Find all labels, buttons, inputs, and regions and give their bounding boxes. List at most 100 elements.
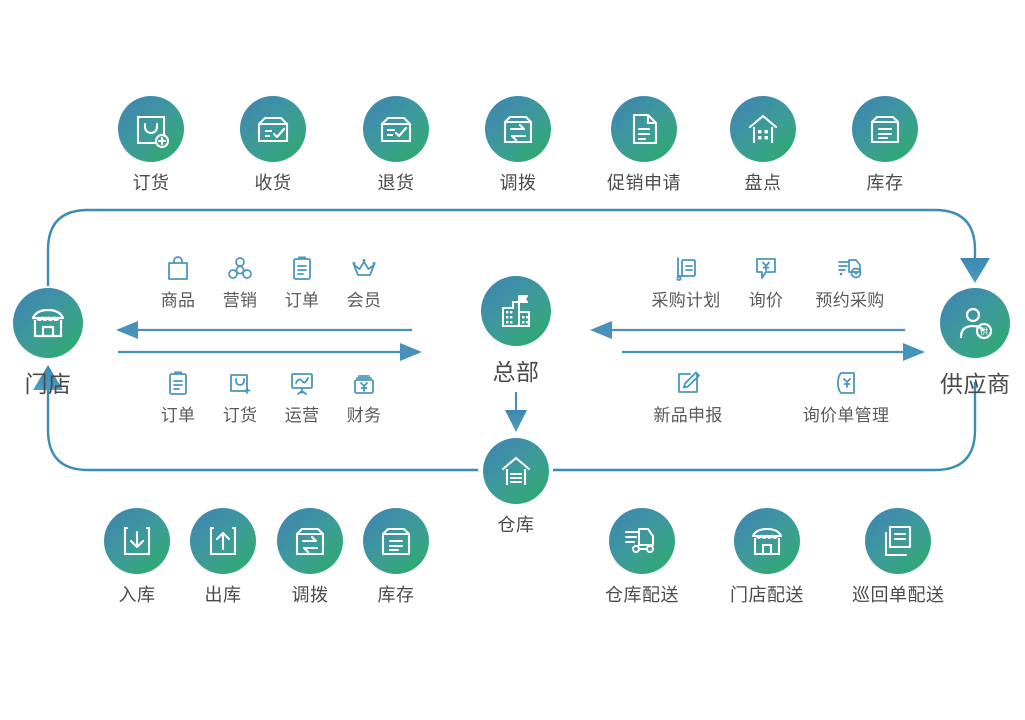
hq-supplier-above-1[interactable]: 询价 xyxy=(729,252,803,311)
top-item-5[interactable]: 盘点 xyxy=(730,96,796,195)
inventory-box-lines-icon xyxy=(363,508,429,574)
hq-supplier-below-0[interactable]: 新品申报 xyxy=(638,367,738,426)
top-item-0[interactable]: 订货 xyxy=(118,96,184,195)
top-item-2[interactable]: 退货 xyxy=(363,96,429,195)
store-hq-arrowhead-right xyxy=(400,343,422,361)
top-item-label: 促销申请 xyxy=(607,173,681,193)
top-item-label: 退货 xyxy=(377,173,415,193)
top-item-label: 收货 xyxy=(254,173,292,193)
store-hq-above-2[interactable]: 订单 xyxy=(265,252,339,311)
hq-supplier-arrowhead-right xyxy=(903,343,925,361)
route-order-docs-icon xyxy=(865,508,932,574)
promotion-document-icon xyxy=(611,96,677,162)
top-item-3[interactable]: 调拨 xyxy=(485,96,551,195)
mini-label: 询价 xyxy=(748,291,784,310)
hq-supplier-arrowhead-left xyxy=(590,321,612,339)
stocktake-warehouse-icon xyxy=(730,96,796,162)
store-hq-below-0[interactable]: 订单 xyxy=(141,367,215,426)
store-delivery-shop-icon xyxy=(734,508,800,574)
hq-warehouse-arrowhead xyxy=(505,410,527,432)
bottom-left-item-label: 库存 xyxy=(377,585,415,605)
order-clipboard-icon xyxy=(141,367,215,397)
bottom-right-item-label: 门店配送 xyxy=(730,585,804,605)
store-hq-above-1[interactable]: 营销 xyxy=(203,252,277,311)
order-clipboard-icon xyxy=(265,252,339,282)
bottom-left-item-3[interactable]: 库存 xyxy=(363,508,429,607)
mini-label: 预约采购 xyxy=(815,291,885,310)
hq-supplier-above-2[interactable]: 预约采购 xyxy=(800,252,900,311)
top-item-label: 调拨 xyxy=(499,173,537,193)
store-hq-above-0[interactable]: 商品 xyxy=(141,252,215,311)
return-box-check-icon xyxy=(363,96,429,162)
mini-label: 订单 xyxy=(284,291,320,310)
member-crown-icon xyxy=(327,252,401,282)
order-bag-plus-icon xyxy=(118,96,184,162)
top-item-4[interactable]: 促销申请 xyxy=(607,96,681,195)
node-warehouse-label: 仓库 xyxy=(497,515,535,535)
inventory-box-lines-icon xyxy=(852,96,918,162)
mini-label: 订单 xyxy=(160,406,196,425)
finance-yen-case-icon xyxy=(327,367,401,397)
mini-label: 订货 xyxy=(222,406,258,425)
node-headquarters-label: 总部 xyxy=(492,359,540,385)
product-bag-icon xyxy=(141,252,215,282)
store-hq-below-3[interactable]: 财务 xyxy=(327,367,401,426)
bottom-left-item-label: 调拨 xyxy=(291,585,329,605)
bottom-right-item-1[interactable]: 门店配送 xyxy=(730,508,804,607)
bottom-left-item-0[interactable]: 入库 xyxy=(104,508,170,607)
node-store[interactable]: 门店 xyxy=(13,288,83,399)
top-item-label: 盘点 xyxy=(744,173,782,193)
store-hq-arrowhead-left xyxy=(116,321,138,339)
new-product-pencil-icon xyxy=(638,367,738,397)
bottom-right-item-2[interactable]: 巡回单配送 xyxy=(852,508,945,607)
store-hq-below-1[interactable]: 订货 xyxy=(203,367,277,426)
marketing-people-icon xyxy=(203,252,277,282)
arrow-into-supplier xyxy=(960,258,990,283)
mini-label: 运营 xyxy=(284,406,320,425)
store-hq-below-2[interactable]: 运营 xyxy=(265,367,339,426)
hq-supplier-below-1[interactable]: 询价单管理 xyxy=(796,367,896,426)
transfer-box-swap-icon xyxy=(277,508,343,574)
mini-label: 新品申报 xyxy=(653,406,723,425)
warehouse-icon xyxy=(483,438,549,504)
scheduled-purchase-truck-icon xyxy=(800,252,900,282)
receive-box-check-icon xyxy=(240,96,306,162)
mini-label: 采购计划 xyxy=(651,291,721,310)
bottom-right-item-0[interactable]: 仓库配送 xyxy=(605,508,679,607)
bottom-left-item-1[interactable]: 出库 xyxy=(190,508,256,607)
mini-label: 商品 xyxy=(160,291,196,310)
order-bag-plus-icon xyxy=(203,367,277,397)
outbound-arrow-up-icon xyxy=(190,508,256,574)
node-supplier-label: 供应商 xyxy=(940,371,1011,397)
inbound-arrow-down-icon xyxy=(104,508,170,574)
node-headquarters[interactable]: 总部 xyxy=(481,276,551,387)
top-item-label: 库存 xyxy=(866,173,904,193)
hq-supplier-above-0[interactable]: 采购计划 xyxy=(636,252,736,311)
svg-text:供: 供 xyxy=(980,327,989,337)
warehouse-delivery-truck-icon xyxy=(609,508,675,574)
bottom-left-item-label: 出库 xyxy=(204,585,242,605)
headquarters-building-icon xyxy=(481,276,551,346)
operations-chart-board-icon xyxy=(265,367,339,397)
node-supplier[interactable]: 供 供应商 xyxy=(940,288,1011,399)
store-hq-above-3[interactable]: 会员 xyxy=(327,252,401,311)
top-item-1[interactable]: 收货 xyxy=(240,96,306,195)
inquiry-yen-bubble-icon xyxy=(729,252,803,282)
mini-label: 财务 xyxy=(346,406,382,425)
mini-label: 询价单管理 xyxy=(802,406,890,425)
transfer-box-swap-icon xyxy=(485,96,551,162)
node-store-label: 门店 xyxy=(24,371,72,397)
top-item-6[interactable]: 库存 xyxy=(852,96,918,195)
bottom-left-item-label: 入库 xyxy=(118,585,156,605)
purchase-plan-cart-icon xyxy=(636,252,736,282)
bottom-right-item-label: 巡回单配送 xyxy=(852,585,945,605)
bottom-right-item-label: 仓库配送 xyxy=(605,585,679,605)
top-item-label: 订货 xyxy=(132,173,170,193)
bottom-left-item-2[interactable]: 调拨 xyxy=(277,508,343,607)
mini-label: 营销 xyxy=(222,291,258,310)
mini-label: 会员 xyxy=(346,291,382,310)
inquiry-sheet-yen-icon xyxy=(796,367,896,397)
node-warehouse[interactable]: 仓库 xyxy=(483,438,549,537)
supplier-person-icon: 供 xyxy=(940,288,1011,358)
